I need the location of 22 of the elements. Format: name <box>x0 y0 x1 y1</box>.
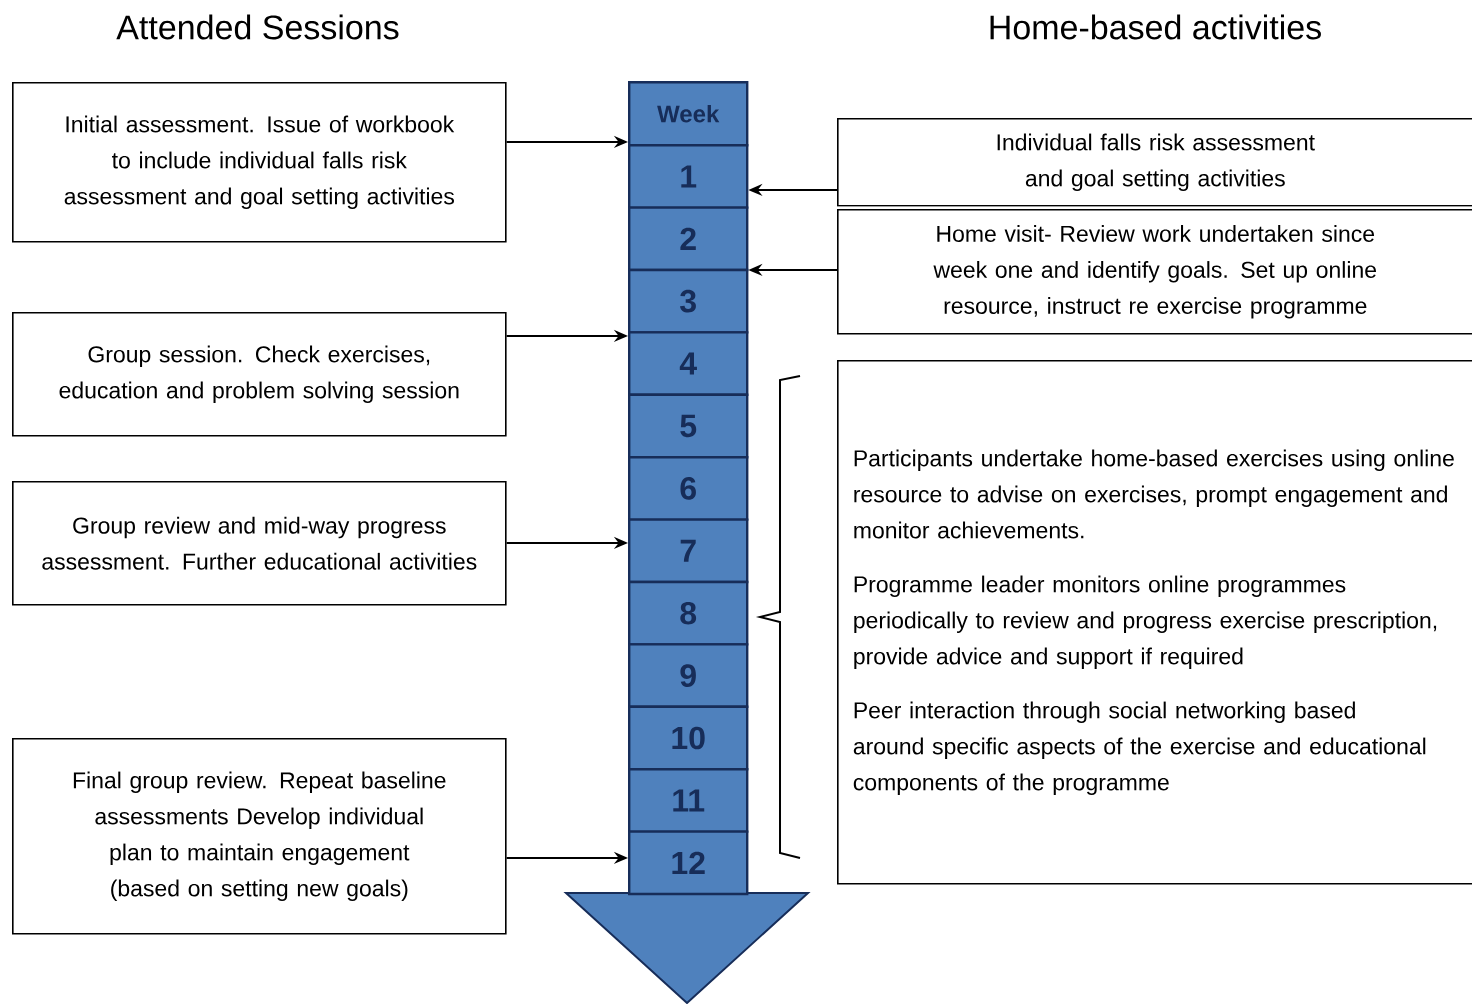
text-box: Participants undertake home-based exercises using online resource to advise on exercises, prompt engagement and monitor achievements. Programme leader monitors online programmes periodically to review and progress exercise prescription, provide advice and support if required Peer interaction through social networking based around specific aspects of the exercise and educational components of the programme <box>837 360 1472 885</box>
week-cell: 11 <box>628 768 749 833</box>
text-box: Group review and mid-way progress assessment. Further educational activities <box>12 481 507 606</box>
text-box: Group session. Check exercises, education and problem solving session <box>12 312 507 437</box>
week-cell: 8 <box>628 580 749 646</box>
text-box: Home visit- Review work undertaken since week one and identify goals. Set up online resource, instruct re exercise programme <box>837 209 1472 335</box>
week-cell: 6 <box>628 456 749 521</box>
column-heading: Attended Sessions <box>116 14 399 40</box>
week-cell: 7 <box>628 518 749 584</box>
week-cell: 3 <box>628 268 749 334</box>
week-cell: 2 <box>628 206 749 272</box>
column-heading: Home-based activities <box>990 14 1321 40</box>
week-cell: 5 <box>628 393 749 459</box>
week-cell: 10 <box>628 705 749 771</box>
text-box: Final group review. Repeat baseline assessments Develop individual plan to maintain engagement (based on setting new goals) <box>12 738 507 935</box>
week-cell: 1 <box>628 144 749 209</box>
text-box: Initial assessment. Issue of workbook to include individual falls risk assessment and goal setting activities <box>12 82 507 243</box>
text-box: Individual falls risk assessment and goal setting activities <box>837 118 1472 207</box>
week-cell: 9 <box>628 643 749 708</box>
week-cell: 4 <box>628 331 749 396</box>
week-cell: Week <box>628 81 749 147</box>
week-cell: 12 <box>628 830 749 896</box>
